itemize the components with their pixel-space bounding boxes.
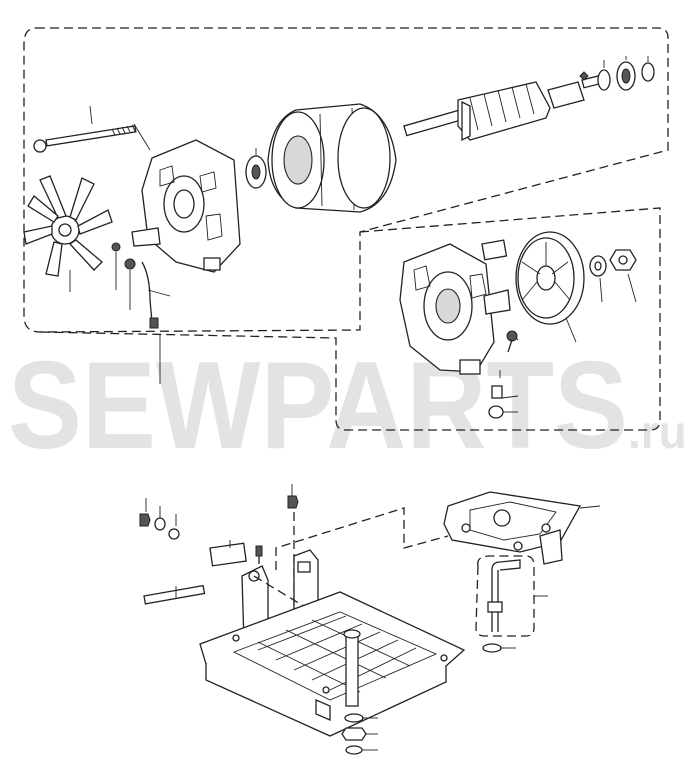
watermark-brand: SEWPARTS (8, 337, 628, 475)
hinge-pin (143, 584, 206, 605)
motor-group-outline (23, 27, 669, 333)
adjusting-bolt (475, 555, 548, 653)
pulley-washer-nut (589, 249, 637, 303)
rubber-pad (209, 540, 247, 567)
front-screws (488, 330, 519, 419)
front-gasket (481, 239, 508, 261)
drive-pulley (515, 231, 585, 343)
front-end-bell (399, 243, 511, 375)
shaft-end-parts (579, 56, 655, 91)
through-bolt (33, 105, 151, 153)
motor-assembly (23, 27, 669, 431)
armature (403, 73, 609, 142)
watermark: SEWPARTS .ru (8, 337, 687, 475)
base-plate (199, 591, 466, 737)
front-housing-group-outline (39, 207, 661, 431)
stator-housing (267, 103, 397, 213)
pad-screw (255, 545, 263, 564)
left-screw-set (139, 498, 180, 540)
rear-small-parts (111, 242, 171, 329)
bracket-connector (275, 507, 449, 570)
bracket-assembly (139, 484, 601, 755)
bottom-hardware (341, 713, 378, 755)
motor-mount-bracket (443, 491, 601, 565)
rear-end-bell (131, 139, 241, 273)
rear-bearing (245, 148, 267, 189)
watermark-suffix: .ru (628, 406, 687, 458)
cooling-fan (23, 175, 113, 292)
